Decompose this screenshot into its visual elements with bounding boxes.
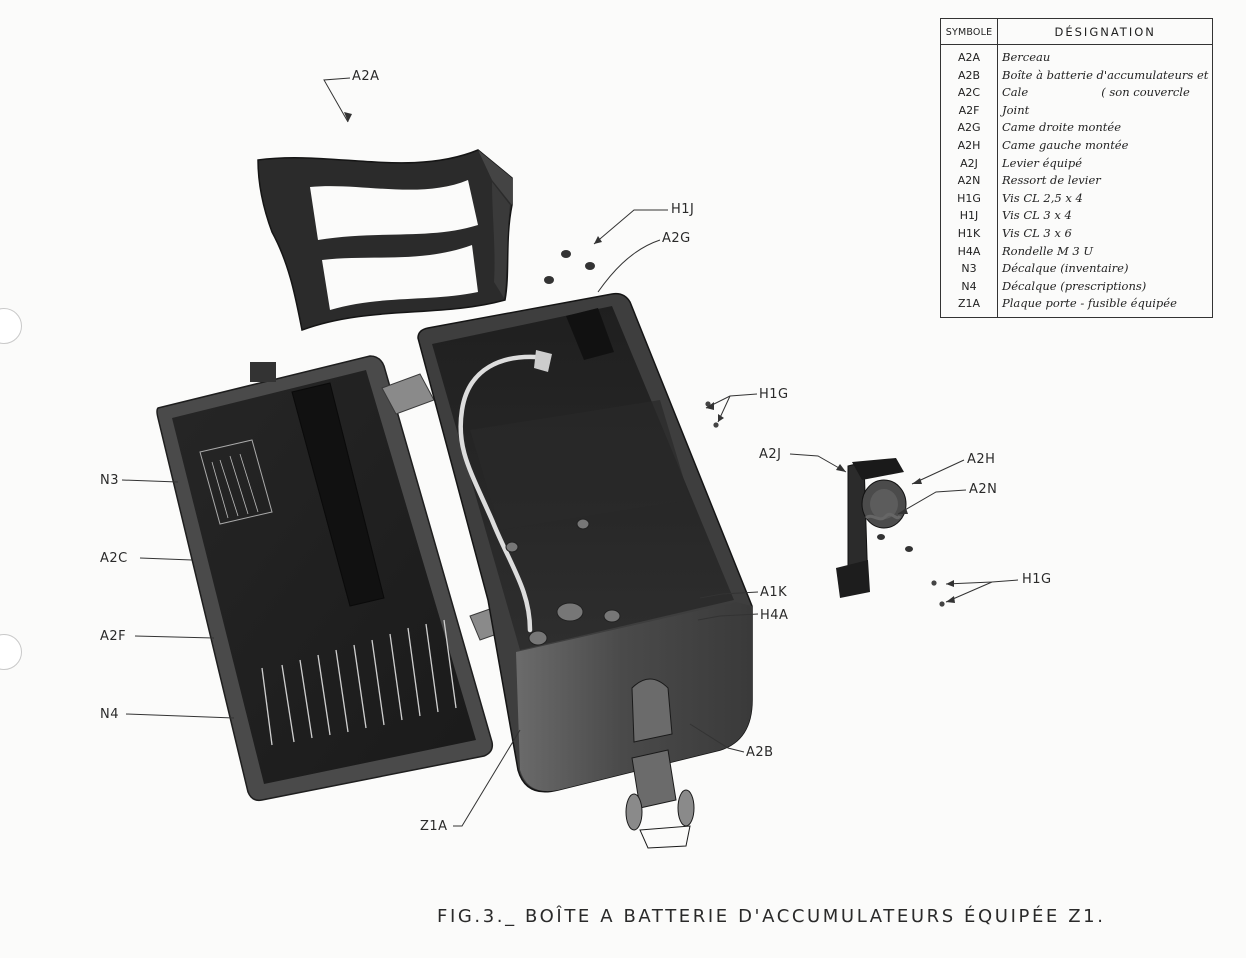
legend-designation: Vis CL 3 x 6 bbox=[1002, 225, 1072, 240]
legend-header-designation: DÉSIGNATION bbox=[997, 18, 1213, 45]
legend-row: A2C Cale ( son couvercle bbox=[940, 84, 1213, 102]
legend-designation: Décalque (prescriptions) bbox=[1002, 278, 1147, 293]
legend-designation: Plaque porte - fusible équipée bbox=[1002, 296, 1177, 311]
legend-row: A2G Came droite montée bbox=[940, 119, 1213, 137]
callout-h1j: H1J bbox=[671, 202, 694, 217]
legend-designation: Came droite montée bbox=[1002, 120, 1122, 135]
legend-symbol: H1G bbox=[940, 189, 998, 208]
legend-symbol: A2N bbox=[940, 172, 998, 190]
open-lid-part bbox=[156, 355, 494, 802]
legend-header-row: SYMBOLE DÉSIGNATION bbox=[940, 18, 1213, 45]
legend-designation: Berceau bbox=[1002, 50, 1051, 64]
callout-a1k: A1K bbox=[760, 585, 787, 600]
legend-designation: Décalque (inventaire) bbox=[1002, 261, 1129, 276]
legend-symbol: A2B bbox=[940, 66, 998, 85]
arrow-heads bbox=[344, 112, 955, 603]
callout-n3: N3 bbox=[100, 473, 119, 488]
legend-row: H1G Vis CL 2,5 x 4 bbox=[940, 189, 1213, 208]
legend-symbol: A2H bbox=[940, 136, 998, 155]
legend-row: H1K Vis CL 3 x 6 bbox=[940, 224, 1213, 243]
callout-a2b: A2B bbox=[746, 745, 774, 760]
cradle-part bbox=[257, 149, 513, 332]
legend-symbol: Z1A bbox=[940, 295, 998, 318]
callout-a2c: A2C bbox=[100, 551, 128, 566]
figure-caption: FIG.3._ BOÎTE A BATTERIE D'ACCUMULATEURS… bbox=[437, 906, 1106, 927]
callout-labels: A2A H1J A2G H1G A2J A2H A2N H1G A1K H4A … bbox=[100, 69, 1052, 834]
legend-symbol: A2C bbox=[940, 84, 998, 102]
callout-a2h: A2H bbox=[967, 452, 995, 467]
legend-row: A2J Levier équipé bbox=[940, 154, 1213, 173]
legend-row: A2A Berceau bbox=[940, 44, 1213, 67]
callout-a2a: A2A bbox=[352, 69, 380, 84]
legend-header-symbol: SYMBOLE bbox=[940, 18, 998, 45]
callout-a2j: A2J bbox=[759, 447, 782, 462]
legend-symbol: A2F bbox=[940, 101, 998, 120]
callout-z1a: Z1A bbox=[420, 819, 448, 834]
legend-symbol: A2G bbox=[940, 119, 998, 137]
legend-row: A2H Came gauche montée bbox=[940, 136, 1213, 155]
legend-symbol: N4 bbox=[940, 277, 998, 296]
battery-box-part bbox=[417, 292, 753, 849]
legend-designation: Cale ( son couvercle bbox=[1002, 85, 1190, 100]
legend-symbol: A2J bbox=[940, 154, 998, 173]
legend-row: A2N Ressort de levier bbox=[940, 172, 1213, 190]
legend-designation: Boîte à batterie d'accumulateurs et bbox=[1002, 67, 1209, 82]
legend-row: Z1A Plaque porte - fusible équipée bbox=[940, 295, 1213, 318]
legend-designation: Joint bbox=[1002, 102, 1030, 117]
legend-row: H4A Rondelle M 3 U bbox=[940, 242, 1213, 261]
legend-designation: Vis CL 3 x 4 bbox=[1002, 208, 1072, 223]
legend-symbol: H1K bbox=[940, 224, 998, 243]
legend-symbol: N3 bbox=[940, 260, 998, 278]
callout-a2n: A2N bbox=[969, 482, 997, 497]
screws-h1g-top bbox=[705, 401, 719, 428]
legend-symbol: H1J bbox=[940, 207, 998, 225]
legend-designation: Ressort de levier bbox=[1002, 173, 1101, 188]
legend-designation: Levier équipé bbox=[1002, 155, 1082, 170]
legend-designation: Vis CL 2,5 x 4 bbox=[1002, 190, 1083, 205]
legend-row: A2B Boîte à batterie d'accumulateurs et bbox=[940, 66, 1213, 85]
callout-n4: N4 bbox=[100, 707, 119, 722]
lever-assembly-part bbox=[836, 458, 913, 598]
screws-h1j bbox=[544, 250, 595, 284]
callout-h1g-bottom: H1G bbox=[1022, 572, 1052, 587]
legend-symbol: A2A bbox=[940, 44, 998, 67]
callout-a2f: A2F bbox=[100, 629, 126, 644]
legend-row: N4 Décalque (prescriptions) bbox=[940, 277, 1213, 296]
legend-row: N3 Décalque (inventaire) bbox=[940, 260, 1213, 278]
legend-symbol: H4A bbox=[940, 242, 998, 261]
callout-h1g-top: H1G bbox=[759, 387, 789, 402]
legend-row: H1J Vis CL 3 x 4 bbox=[940, 207, 1213, 225]
legend-designation: Came gauche montée bbox=[1002, 137, 1129, 152]
callout-h4a: H4A bbox=[760, 608, 788, 623]
callout-a2g: A2G bbox=[662, 231, 691, 246]
legend-row: A2F Joint bbox=[940, 101, 1213, 120]
legend-designation: Rondelle M 3 U bbox=[1002, 243, 1094, 258]
leader-lines bbox=[121, 77, 1019, 827]
screws-h1g-bottom bbox=[931, 580, 945, 607]
